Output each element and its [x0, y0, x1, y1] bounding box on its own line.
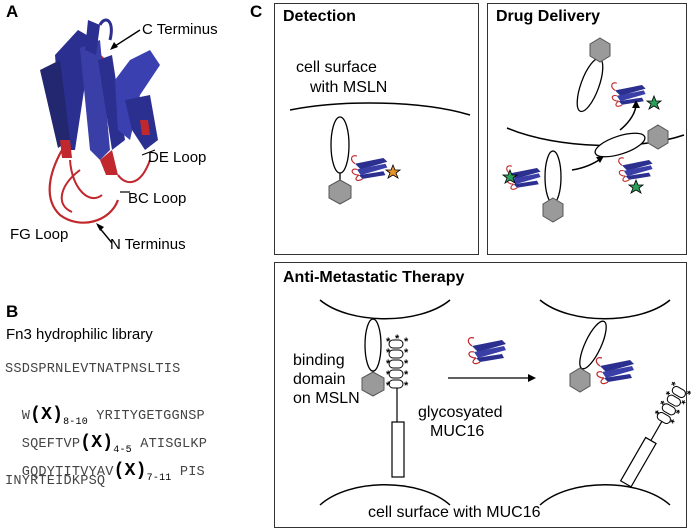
svg-text:*: * [667, 380, 677, 393]
svg-text:*: * [662, 389, 672, 402]
detection-cell-label-2: with MSLN [310, 79, 388, 96]
glyco-label-2: MUC16 [430, 423, 485, 440]
detection-cell-label-1: cell surface [296, 59, 377, 76]
panel-a-label: A [6, 2, 19, 21]
detection-title: Detection [283, 8, 356, 25]
cell-muc16-label: cell surface with MUC16 [368, 504, 541, 521]
therapy-box: Anti-Metastatic Therapy [274, 262, 687, 528]
detection-box: Detection [274, 3, 479, 255]
drug-delivery-title: Drug Delivery [496, 8, 601, 25]
therapy-title: Anti-Metastatic Therapy [283, 269, 465, 286]
svg-text:*: * [386, 380, 391, 392]
library-title: Fn3 hydrophilic library [6, 326, 153, 343]
c-terminus-label: C Terminus [142, 21, 218, 38]
binding-label-3: on MSLN [293, 390, 360, 407]
svg-text:*: * [683, 389, 692, 402]
binding-label-2: domain [293, 371, 346, 388]
glyco-label-1: glycosyated [418, 404, 503, 421]
svg-text:*: * [386, 369, 391, 381]
svg-text:*: * [404, 380, 409, 392]
svg-text:*: * [677, 398, 687, 411]
svg-text:*: * [404, 369, 409, 381]
seq-line-5: INYRTEIDKPSQ [5, 474, 106, 489]
svg-text:*: * [404, 347, 409, 359]
seq-line-1: SSDSPRNLEVTNATPNSLTIS [5, 362, 181, 377]
seq-line-3: SQEFTVP(X)4-5 ATISGLKP [21, 433, 208, 456]
seq-line-2: W(X)8-10 YRITYGETGGNSP [21, 405, 205, 428]
de-loop-label: DE Loop [148, 149, 207, 166]
panel-c-label: C [250, 2, 263, 21]
panel-b-label: B [6, 302, 19, 321]
svg-text:*: * [386, 336, 391, 348]
svg-text:*: * [651, 408, 661, 421]
svg-text:*: * [386, 358, 391, 370]
svg-text:*: * [386, 347, 391, 359]
svg-text:*: * [404, 358, 409, 370]
svg-text:*: * [404, 336, 409, 348]
bc-loop-label: BC Loop [128, 190, 187, 207]
drug-delivery-box: Drug Delivery [487, 3, 687, 255]
binding-label-1: binding [293, 352, 345, 369]
seq-line-4: GQDYTITVYAV(X)7-11 PIS [21, 461, 205, 484]
n-terminus-label: N Terminus [110, 236, 186, 253]
fg-loop-label: FG Loop [10, 226, 69, 243]
svg-text:*: * [395, 333, 400, 345]
svg-text:*: * [656, 399, 666, 412]
svg-text:*: * [666, 417, 676, 430]
svg-text:*: * [672, 408, 682, 421]
